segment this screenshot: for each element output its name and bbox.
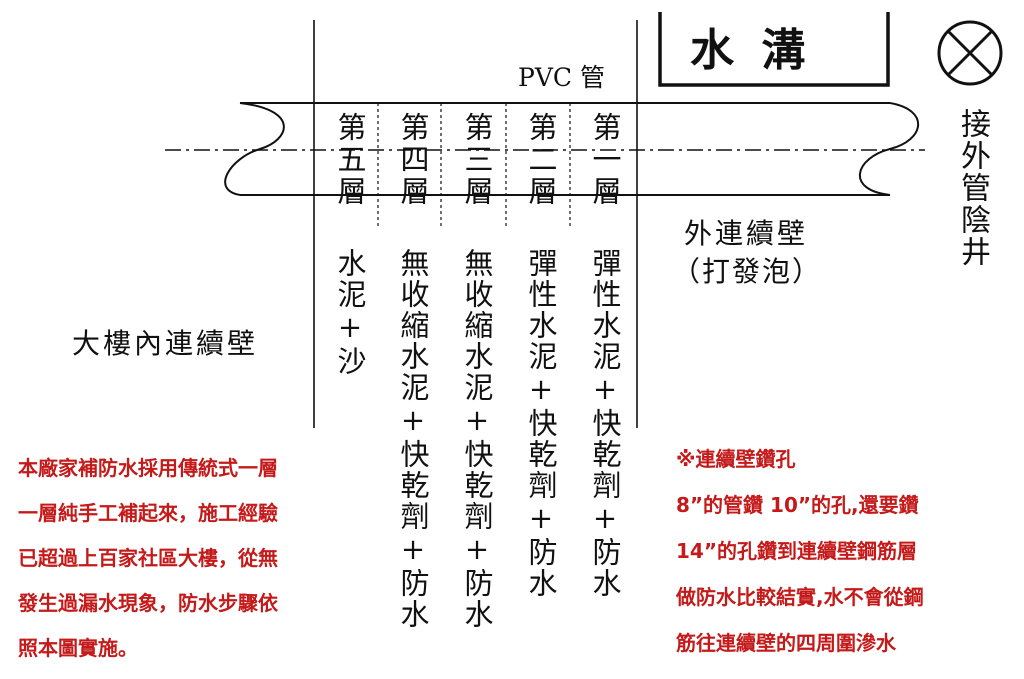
right-note: ※連續壁鑽孔 8”的管鑽 10”的孔,還要鑽 14”的孔鑽到連續壁鋼筋層 做防水… [676,436,924,666]
layer-5-material: 水泥+沙 [333,248,367,377]
pvc-pipe-label: PVC 管 [518,63,605,92]
layer-1-material: 彈性水泥+快乾劑+防水 [588,248,622,599]
manhole-icon [937,20,1003,86]
right-note-line: 做防水比較結實,水不會從鋼 [676,585,924,609]
left-note-line: 發生過漏水現象，防水步驟依 [18,591,278,615]
drain-title: 水 溝 [690,25,812,76]
layer-4-material: 無收縮水泥+快乾劑+防水 [396,248,430,630]
layer-5-title: 第五層 [333,112,367,208]
left-note-line: 本廠家補防水採用傳統式一層 [18,456,278,480]
layer-2-title: 第二層 [524,112,558,208]
outer-wall-sublabel: （打發泡） [672,255,823,288]
pipe-left-break [224,102,285,196]
left-note-line: 照本圖實施。 [18,636,138,660]
layer-3-title: 第三層 [460,112,494,208]
layer-4-title: 第四層 [396,112,430,208]
layer-2-material: 彈性水泥+快乾劑+防水 [524,248,558,599]
right-note-line: 筋往連續壁的四周圍滲水 [676,631,896,655]
outer-wall-label: 外連續壁 [684,217,809,250]
left-note: 本廠家補防水採用傳統式一層 一層純手工補起來，施工經驗 已超過上百家社區大樓，從… [18,446,278,671]
right-note-line: 8”的管鑽 10”的孔,還要鑽 [676,493,919,517]
inner-wall-label: 大樓內連續壁 [72,327,259,360]
left-note-line: 一層純手工補起來，施工經驗 [18,501,278,525]
layer-3-material: 無收縮水泥+快乾劑+防水 [460,248,494,630]
left-note-line: 已超過上百家社區大樓，從無 [18,546,278,570]
drain-ditch-bracket [658,12,890,87]
manhole-label: 接外管陰井 [955,108,990,268]
right-note-line: 14”的孔鑽到連續壁鋼筋層 [676,539,917,563]
layer-1-title: 第一層 [588,112,622,208]
right-note-line: ※連續壁鑽孔 [676,447,796,471]
pipe-right-break [858,102,920,196]
